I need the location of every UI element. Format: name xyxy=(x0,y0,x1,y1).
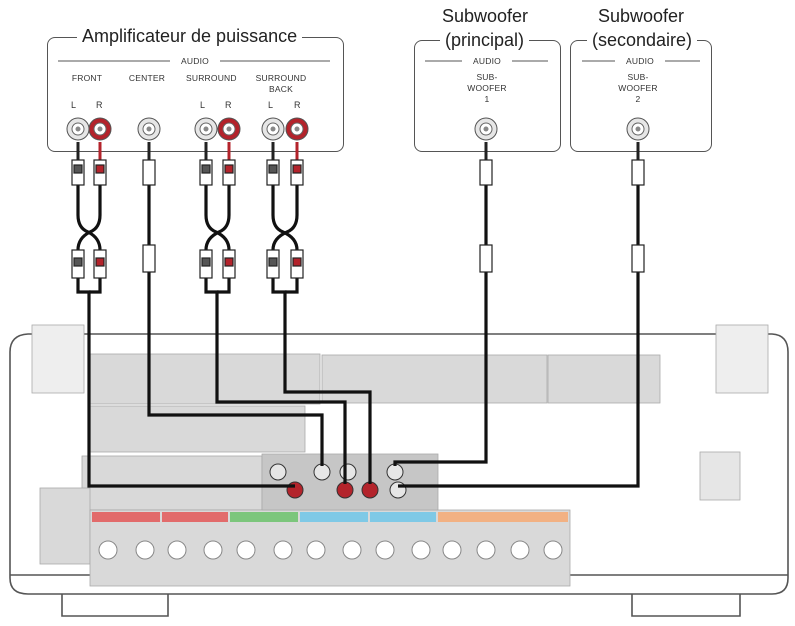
front-left-label: L xyxy=(71,100,77,110)
front-right-jack xyxy=(88,117,112,141)
surround-back-channel-label: SURROUND BACK xyxy=(255,73,307,94)
amplifier-audio-label: AUDIO xyxy=(175,56,215,66)
subwoofer-main-title-2: (principal) xyxy=(440,30,530,51)
surround-back-right-label: R xyxy=(294,100,301,110)
plug-surround-back-right-top xyxy=(290,142,304,186)
subwoofer-second-port-label-3: 2 xyxy=(635,94,641,104)
plug-subwoofer-main-bottom xyxy=(479,244,493,273)
plug-subwoofer-second-bottom xyxy=(631,244,645,273)
plug-surround-left-top xyxy=(199,142,213,186)
subwoofer-main-port-label-3: 1 xyxy=(484,94,490,104)
surround-right-label: R xyxy=(225,100,232,110)
plug-front-left-bottom xyxy=(71,249,85,279)
subwoofer-second-audio-label: AUDIO xyxy=(620,56,660,66)
plug-center-top xyxy=(142,142,156,186)
plug-surround-back-right-bottom xyxy=(290,249,304,279)
subwoofer-second-title-1: Subwoofer xyxy=(598,6,685,26)
subwoofer-second-title-2: (secondaire) xyxy=(587,30,698,51)
power-amplifier-title: Amplificateur de puissance xyxy=(77,26,303,47)
subwoofer-main-port-label-2: WOOFER xyxy=(467,83,507,93)
plug-surround-right-bottom xyxy=(222,249,236,279)
subwoofer-main-port-label-1: SUB- xyxy=(476,72,498,82)
plug-front-right-top xyxy=(93,142,107,186)
front-channel-label: FRONT xyxy=(71,73,103,83)
plug-surround-back-left-bottom xyxy=(266,249,280,279)
plug-surround-back-left-top xyxy=(266,142,280,186)
plug-front-left-top xyxy=(71,142,85,186)
subwoofer-main-audio-label: AUDIO xyxy=(467,56,507,66)
center-channel-label: CENTER xyxy=(128,73,166,83)
front-right-label: R xyxy=(96,100,103,110)
plug-center-bottom xyxy=(142,244,156,273)
surround-channel-label: SURROUND xyxy=(186,73,237,83)
amplifier-jacks xyxy=(66,117,650,141)
plug-subwoofer-second-top xyxy=(631,142,645,186)
front-left-jack xyxy=(66,117,90,141)
center-jack xyxy=(137,117,161,141)
subwoofer-second-port-label-1: SUB- xyxy=(627,72,649,82)
plug-surround-right-top xyxy=(222,142,236,186)
surround-left-label: L xyxy=(200,100,206,110)
surround-back-left-label: L xyxy=(268,100,274,110)
plug-subwoofer-main-top xyxy=(479,142,493,186)
surround-right-jack xyxy=(217,117,241,141)
subwoofer-main-jack xyxy=(474,117,498,141)
surround-left-jack xyxy=(194,117,218,141)
subwoofer-second-jack xyxy=(626,117,650,141)
surround-back-left-jack xyxy=(261,117,285,141)
plug-front-right-bottom xyxy=(93,249,107,279)
plug-surround-left-bottom xyxy=(199,249,213,279)
subwoofer-second-port-label-2: WOOFER xyxy=(618,83,658,93)
surround-back-right-jack xyxy=(285,117,309,141)
subwoofer-main-title-1: Subwoofer xyxy=(442,6,529,26)
